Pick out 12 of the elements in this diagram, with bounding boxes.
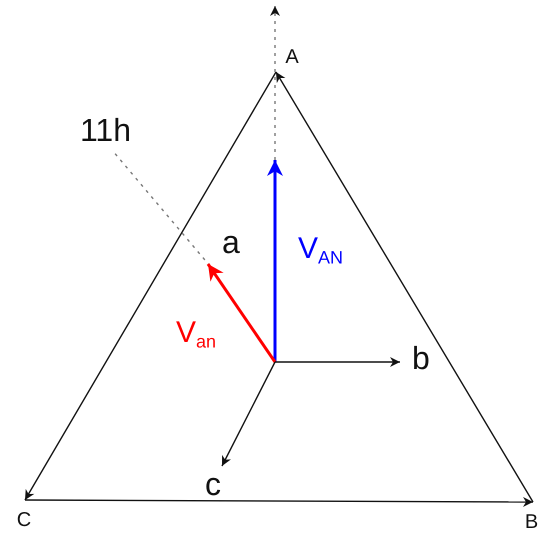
- vertex-label: C: [16, 508, 32, 532]
- vertex-label: A: [285, 46, 299, 68]
- phasor-label: a: [222, 226, 240, 258]
- arrow: [25, 496, 533, 507]
- voltage-label: V$_{an}$: [176, 318, 216, 350]
- vertex-label: B: [524, 510, 538, 534]
- phasor-label: c: [205, 468, 221, 500]
- arrow: [275, 72, 534, 502]
- arrow: [24, 72, 277, 500]
- clock-label: 11h: [80, 114, 132, 146]
- phasor-label: b: [412, 342, 430, 374]
- voltage-label: V$_{AN}$: [298, 234, 344, 266]
